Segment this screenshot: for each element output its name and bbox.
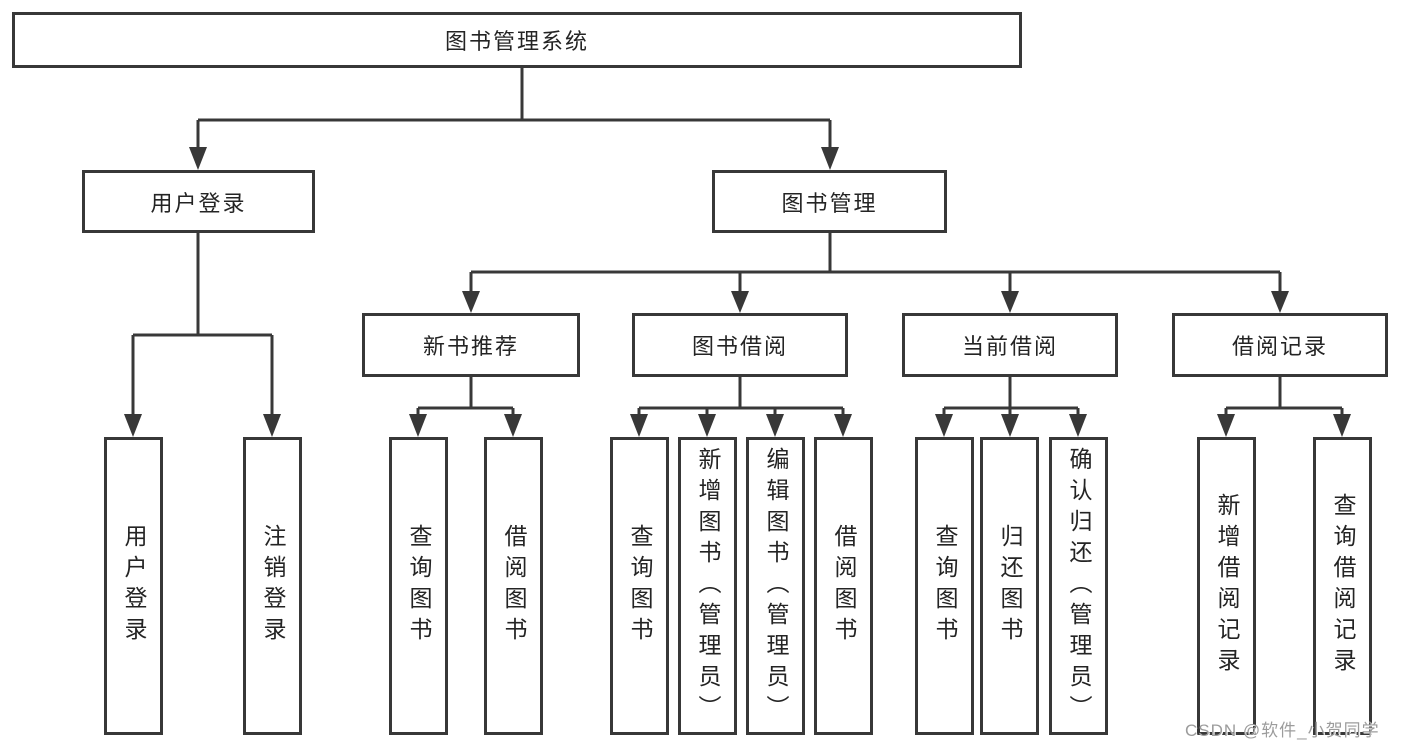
edge-root-to-level1 [196,68,832,148]
leaf-add-books-admin: 新增图书（管理员） [678,437,737,735]
leaf-query-borrow-record: 查询借阅记录 [1313,437,1372,735]
arrow-icon [935,414,953,437]
arrow-icon [731,291,749,313]
edge-current-to-leaves [942,377,1080,416]
node-label: 借阅图书 [501,524,527,648]
leaf-logout: 注销登录 [243,437,302,735]
edge-bookmgmt-to-level2 [469,233,1282,292]
node-current-borrowing: 当前借阅 [902,313,1118,377]
node-label: 新书推荐 [422,334,519,359]
arrow-icon [834,414,852,437]
node-label: 借阅图书 [831,524,857,648]
leaf-add-borrow-record: 新增借阅记录 [1197,437,1256,735]
node-label: 当前借阅 [961,334,1058,359]
edge-newbooks-to-leaves [416,377,515,416]
node-label: 编辑图书（管理员） [763,446,789,726]
node-label: 图书管理系统 [444,29,589,54]
arrow-icon [409,414,427,437]
connector-strokes [131,68,1344,416]
arrow-icon [189,147,207,170]
node-label: 查询图书 [627,524,653,648]
leaf-edit-books-admin: 编辑图书（管理员） [746,437,805,735]
node-root-system: 图书管理系统 [12,12,1022,68]
node-user-login-module: 用户登录 [82,170,315,233]
node-label: 新增借阅记录 [1214,493,1240,679]
arrow-icon [1271,291,1289,313]
leaf-query-books-recommend: 查询图书 [389,437,448,735]
node-label: 确认归还（管理员） [1066,446,1092,726]
arrow-icon [504,414,522,437]
node-label: 查询借阅记录 [1330,493,1356,679]
arrow-icon [124,414,142,437]
arrow-icon [1217,414,1235,437]
node-label: 借阅记录 [1231,334,1328,359]
watermark: CSDN @软件_小贺同学 [1185,721,1380,740]
node-borrowing-records: 借阅记录 [1172,313,1388,377]
node-label: 查询图书 [932,524,958,648]
edge-records-to-leaves [1224,377,1344,416]
arrow-icon [698,414,716,437]
arrow-icon [1001,414,1019,437]
leaf-user-login: 用户登录 [104,437,163,735]
node-label: 用户登录 [121,524,147,648]
node-book-management-module: 图书管理 [712,170,947,233]
node-label: 新增图书（管理员） [695,446,721,726]
node-label: 注销登录 [260,524,286,648]
arrow-icon [462,291,480,313]
arrow-icon [821,147,839,170]
node-label: 用户登录 [150,190,247,216]
leaf-confirm-return-admin: 确认归还（管理员） [1049,437,1108,735]
leaf-borrow-books-recommend: 借阅图书 [484,437,543,735]
arrow-icon [630,414,648,437]
leaf-borrow-books: 借阅图书 [814,437,873,735]
arrow-icon [766,414,784,437]
arrow-icon [1069,414,1087,437]
arrow-icon [263,414,281,437]
node-book-borrowing: 图书借阅 [632,313,848,377]
node-label: 查询图书 [406,524,432,648]
arrow-icon [1001,291,1019,313]
node-new-book-recommend: 新书推荐 [362,313,580,377]
node-label: 归还图书 [997,524,1023,648]
edge-borrow-to-leaves [637,377,845,416]
arrowheads [124,147,1351,437]
leaf-query-books-current: 查询图书 [915,437,974,735]
leaf-return-books: 归还图书 [980,437,1039,735]
edge-userlogin-to-leaves [131,233,274,415]
node-label: 图书管理 [781,190,878,216]
node-label: 图书借阅 [691,334,788,359]
leaf-query-books-borrowing: 查询图书 [610,437,669,735]
arrow-icon [1333,414,1351,437]
